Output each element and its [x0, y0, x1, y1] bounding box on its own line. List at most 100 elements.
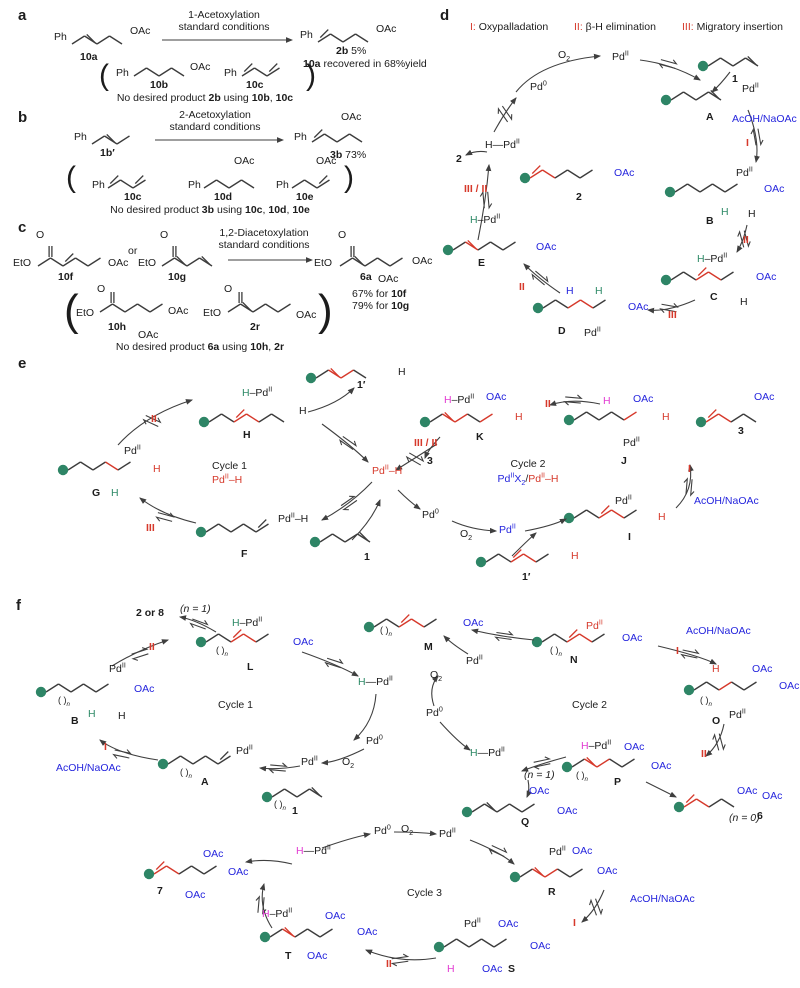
cycle2-label: Cycle 2 [510, 458, 546, 470]
equilibrium-arrows-icon [142, 414, 162, 428]
mol-I [563, 505, 637, 524]
pd2-blue-label: PdII [499, 522, 516, 536]
compound-10e-label: 10e [296, 191, 314, 203]
no-product-note-a: No desired product 2b using 10b, 10c [116, 92, 294, 104]
cycle1-species: PdII–H [212, 472, 243, 486]
h-red: H [658, 511, 666, 523]
mol-3b [311, 129, 363, 143]
mol-10g [161, 246, 213, 267]
species-J-label: J [621, 455, 627, 467]
pd-h-label: PdII–H [278, 511, 309, 525]
panel-d-label: d [440, 7, 450, 24]
substituent-ball-icon [673, 801, 685, 813]
compound-1b-label: 1b′ [100, 147, 115, 159]
oac-label: OAc [764, 183, 785, 195]
step-II-label: II [151, 413, 157, 425]
reaction-arrow [515, 53, 602, 93]
release-3-label: 3 [427, 455, 433, 467]
oac-label: OAc [572, 845, 593, 857]
mol-L [195, 629, 269, 648]
compound-6a-label: 6a [360, 271, 372, 283]
species-1p-label: 1′ [357, 379, 366, 391]
oac-label: OAc [754, 391, 775, 403]
substituent-ball-icon [695, 416, 707, 428]
species-B-label: B [706, 215, 714, 227]
oac-label: OAc [293, 636, 314, 648]
species-7-label: 7 [157, 885, 163, 897]
mol-2 [519, 165, 593, 184]
n1-note: (n = 1) [524, 769, 555, 781]
reaction-arrow [736, 224, 748, 253]
oac-label: OAc [624, 741, 645, 753]
species-1-label: 1 [364, 551, 370, 563]
species-S-label: S [508, 963, 516, 975]
substituent-ball-icon [509, 871, 521, 883]
reaction-arrow [321, 423, 369, 463]
step-II-label: II [519, 281, 525, 293]
reaction-arrow [117, 399, 194, 446]
eto-label: EtO [13, 257, 32, 269]
o2-label: O2 [460, 528, 473, 543]
pd2-label: PdII [742, 81, 759, 95]
step-II-label: II [149, 641, 155, 653]
equilibrium-arrows-icon [268, 762, 288, 774]
equilibrium-arrows-icon [479, 190, 493, 210]
substituent-ball-icon [57, 464, 69, 476]
substituent-ball-icon [157, 758, 169, 770]
ph-label: Ph [188, 179, 201, 191]
acoh-naoac-label: AcOH/NaOAc [630, 893, 695, 905]
oac-label: OAc [498, 918, 519, 930]
substituent-ball-icon [563, 414, 575, 426]
compound-10h-label: 10h [108, 321, 127, 333]
step-I-label: I [688, 463, 691, 475]
pd2-label: PdII [301, 754, 318, 768]
species-1-label: 1 [292, 805, 298, 817]
substituent-ball-icon [519, 172, 531, 184]
pd2-label: PdII [584, 325, 601, 339]
n1-note: (n = 1) [180, 603, 211, 615]
h-pd-label: H–PdII [262, 906, 293, 920]
reaction-arrow [705, 723, 725, 757]
acoh-naoac-label: AcOH/NaOAc [694, 495, 759, 507]
oac-label: OAc [482, 963, 503, 975]
yield-10g: 79% for 10g [352, 300, 410, 312]
substituent-ball-icon [259, 931, 271, 943]
h-black: H [740, 296, 748, 308]
substituent-ball-icon [143, 868, 155, 880]
h-pd-label: H—PdII [358, 674, 393, 688]
mol-G [57, 461, 131, 476]
reaction-arrow [99, 739, 159, 761]
equilibrium-arrows-icon [680, 649, 700, 659]
reaction-arrow [526, 779, 533, 798]
h-pd-label: H–PdII [697, 251, 728, 265]
recovery-note: 10a recovered in 68%yield [303, 58, 427, 70]
species-A-label: A [706, 111, 714, 123]
o2-label: O2 [401, 823, 414, 838]
species-F-label: F [241, 548, 248, 560]
species-6-label: 6 [757, 810, 763, 822]
oac-label: OAc [737, 785, 758, 797]
equilibrium-arrows-icon [155, 512, 175, 522]
release-2or8-label: 2 or 8 [136, 607, 165, 619]
oac-label: OAc [228, 866, 249, 878]
oac-label: OAc [762, 790, 783, 802]
carbonyl-o: O [224, 283, 233, 295]
h-green: H [721, 206, 729, 218]
mol-1p-top [305, 367, 367, 384]
species-M-label: M [424, 641, 433, 653]
mol-A [157, 751, 231, 770]
step-III-II-label: III / II [464, 183, 488, 195]
reaction-arrow [711, 71, 731, 93]
species-P-label: P [614, 776, 622, 788]
species-B-label: B [71, 715, 79, 727]
mol-6a [339, 246, 403, 267]
substituent-ball-icon [561, 761, 573, 773]
conditions-line2: standard conditions [169, 121, 261, 133]
reaction-arrow [524, 518, 567, 532]
eto-label: EtO [203, 307, 222, 319]
acoh-naoac-label: AcOH/NaOAc [686, 625, 751, 637]
species-O-label: O [712, 715, 721, 727]
compound-2r-label: 2r [250, 321, 260, 333]
o2-label: O2 [558, 49, 571, 64]
species-1p-bottom-label: 1′ [522, 571, 531, 583]
